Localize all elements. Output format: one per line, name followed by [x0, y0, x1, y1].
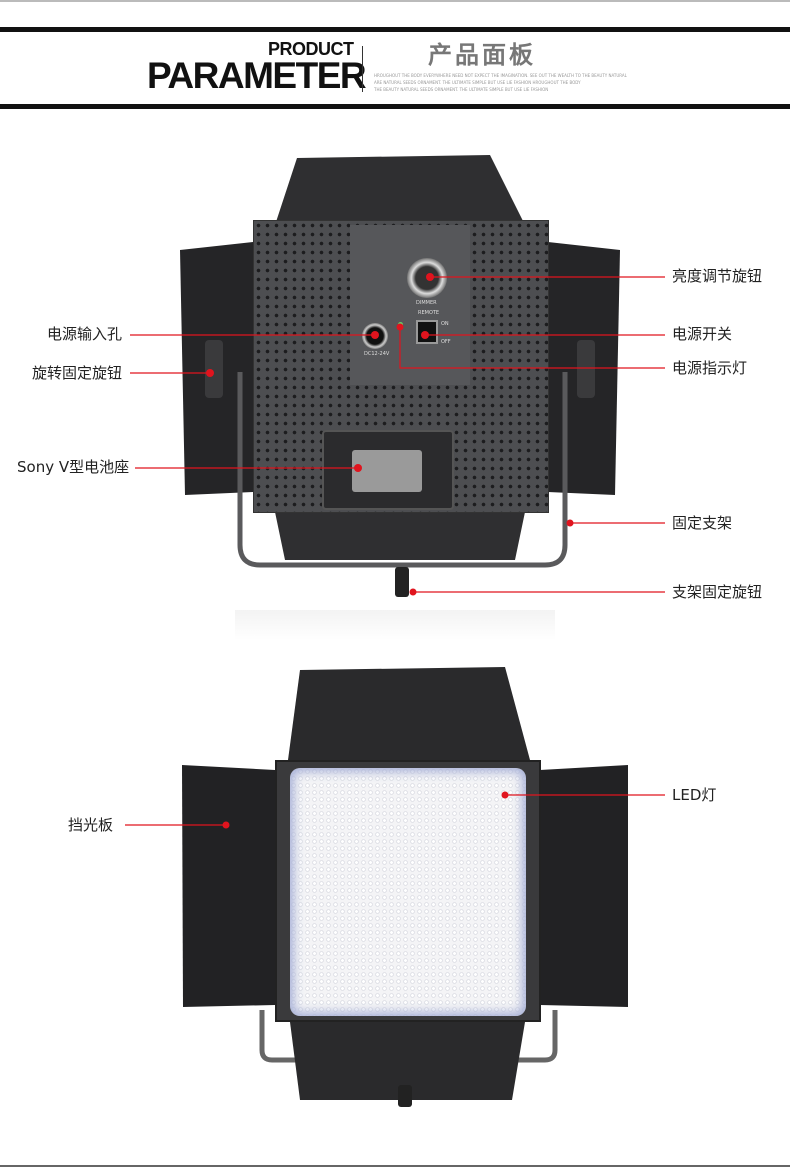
- label-bracket: 固定支架: [672, 514, 733, 532]
- on-text: ON: [441, 321, 449, 327]
- header-rule-bottom: [0, 104, 790, 109]
- bracket: [237, 372, 568, 568]
- stand-knob: [395, 567, 409, 597]
- remote-text: REMOTE: [418, 310, 440, 316]
- bottom-border: [0, 1165, 790, 1167]
- label-led: LED灯: [672, 786, 717, 804]
- label-rotation-knob: 旋转固定旋钮: [32, 364, 123, 382]
- header-subtitle: HROUGHOUT THE BODY EVERYWHERE NEED NOT E…: [374, 72, 644, 93]
- callout-dot: [354, 464, 362, 472]
- header-title-product: PRODUCT: [268, 39, 354, 59]
- subtitle-line: HROUGHOUT THE BODY EVERYWHERE NEED NOT E…: [374, 73, 627, 78]
- v-mount-plate: [352, 450, 422, 492]
- rotation-knob-left: [205, 340, 223, 398]
- right-barn-door: [540, 765, 628, 1007]
- label-bracket-knob: 支架固定旋钮: [672, 583, 763, 601]
- callout-dot: [222, 821, 230, 829]
- subtitle-line: THE BEAUTY NATURAL SEEDS ORNAMENT. THE U…: [374, 87, 549, 92]
- led-array: [290, 768, 526, 1016]
- label-barn-door: 挡光板: [68, 816, 114, 834]
- callout-dot: [396, 323, 404, 331]
- rotation-knob-right: [577, 340, 595, 398]
- callout-dot: [206, 369, 214, 377]
- top-border: [0, 0, 790, 2]
- callout-line-indicator: [399, 327, 665, 369]
- label-power-indicator: 电源指示灯: [672, 359, 748, 377]
- dc-text: DC12-24V: [364, 351, 390, 357]
- bottom-barn-door: [275, 512, 525, 560]
- reflection: [235, 610, 555, 640]
- label-power-input: 电源输入孔: [47, 325, 123, 343]
- off-text: OFF: [441, 339, 451, 345]
- callout-dot: [371, 331, 379, 339]
- subtitle-line: ARE NATURAL SEEDS ORNAMENT. THE ULTIMATE…: [374, 80, 581, 85]
- header-divider: [362, 46, 363, 92]
- label-brightness-knob: 亮度调节旋钮: [672, 267, 763, 285]
- dimmer-text: DIMMER: [416, 300, 437, 306]
- callout-dot: [409, 588, 417, 596]
- callout-dot: [426, 273, 434, 281]
- callout-dot: [501, 791, 509, 799]
- label-battery-mount: Sony V型电池座: [17, 458, 130, 476]
- label-power-switch: 电源开关: [672, 325, 733, 343]
- header-rule-top: [0, 27, 790, 32]
- stand-knob: [398, 1085, 412, 1107]
- bottom-barn-door: [290, 1022, 525, 1100]
- callout-dot: [421, 331, 429, 339]
- callout-dot: [566, 519, 574, 527]
- header-title-parameter: PARAMETER: [147, 55, 367, 96]
- top-barn-door: [275, 155, 525, 225]
- header-title-cn: 产品面板: [428, 41, 536, 69]
- top-barn-door: [288, 667, 530, 760]
- control-area: [350, 225, 470, 385]
